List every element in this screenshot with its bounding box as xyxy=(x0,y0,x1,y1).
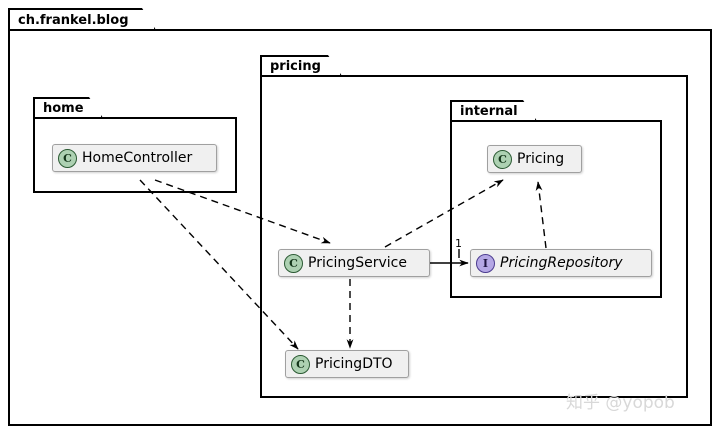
package-label-home: home xyxy=(43,101,84,116)
edge-multiplicity-label: 1 xyxy=(455,237,462,250)
class-node-pricing-dto[interactable]: C PricingDTO xyxy=(285,350,409,378)
package-label-pricing: pricing xyxy=(270,59,321,74)
package-label-ch-frankel-blog: ch.frankel.blog xyxy=(18,12,129,28)
package-label-internal: internal xyxy=(460,104,518,119)
interface-node-pricing-repository[interactable]: I PricingRepository xyxy=(470,249,652,277)
package-tab-pricing: pricing xyxy=(260,55,342,76)
package-tab-internal: internal xyxy=(450,100,537,121)
class-node-pricing[interactable]: C Pricing xyxy=(487,145,582,173)
class-node-label: HomeController xyxy=(82,150,193,166)
class-node-pricing-service[interactable]: C PricingService xyxy=(278,249,430,277)
class-icon: C xyxy=(291,354,310,374)
package-tab-home: home xyxy=(33,97,103,118)
interface-icon: I xyxy=(476,253,495,273)
class-node-home-controller[interactable]: C HomeController xyxy=(52,144,217,172)
class-node-label: Pricing xyxy=(517,151,565,167)
interface-node-label: PricingRepository xyxy=(500,255,623,271)
class-icon: C xyxy=(58,148,77,168)
class-node-label: PricingService xyxy=(308,255,407,271)
class-icon: C xyxy=(493,149,512,169)
watermark: 知乎 @yopob xyxy=(566,393,675,413)
package-tab-ch-frankel-blog: ch.frankel.blog xyxy=(8,8,156,30)
class-node-label: PricingDTO xyxy=(315,356,393,372)
class-icon: C xyxy=(284,253,303,273)
